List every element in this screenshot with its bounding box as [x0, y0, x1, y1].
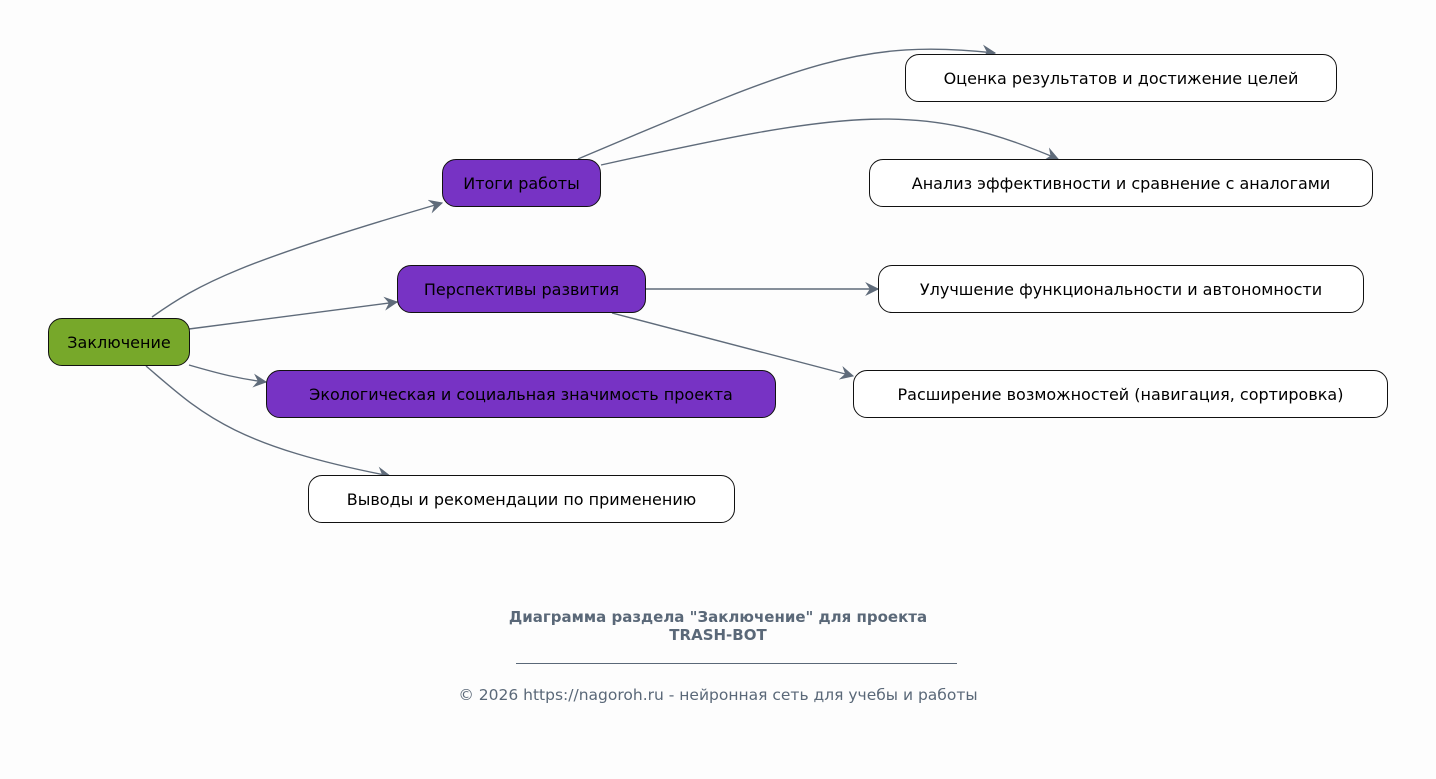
node-analiz[interactable]: Анализ эффективности и сравнение с анало…: [869, 159, 1373, 207]
node-label: Заключение: [67, 332, 171, 352]
node-ocenka[interactable]: Оценка результатов и достижение целей: [905, 54, 1337, 102]
node-perspektivy[interactable]: Перспективы развития: [397, 265, 646, 313]
node-uluchshenie[interactable]: Улучшение функциональности и автономност…: [878, 265, 1364, 313]
edge-itogi-ocenka: [577, 44, 997, 160]
diagram-caption: Диаграмма раздела "Заключение" для проек…: [0, 608, 1436, 644]
caption-line-2: TRASH-BOT: [669, 626, 767, 644]
node-label: Оценка результатов и достижение целей: [943, 68, 1299, 88]
edge-perspektivy-rasshirenie: [611, 312, 855, 380]
caption-line-1: Диаграмма раздела "Заключение" для проек…: [508, 608, 928, 626]
node-label: Итоги работы: [463, 173, 580, 193]
node-label: Анализ эффективности и сравнение с анало…: [911, 173, 1331, 193]
node-label: Расширение возможностей (навигация, сорт…: [897, 384, 1344, 404]
node-label: Перспективы развития: [423, 279, 620, 299]
node-label: Улучшение функциональности и автономност…: [919, 279, 1323, 299]
node-vyvody[interactable]: Выводы и рекомендации по применению: [308, 475, 735, 523]
edge-root-vyvody: [145, 365, 392, 481]
footer-divider: [516, 663, 957, 664]
node-rasshirenie[interactable]: Расширение возможностей (навигация, сорт…: [853, 370, 1388, 418]
node-root[interactable]: Заключение: [48, 318, 190, 366]
edge-itogi-analiz: [600, 118, 1060, 166]
edge-root-itogi: [151, 199, 444, 318]
edge-root-perspektivy: [188, 296, 399, 330]
copyright-text: © 2026 https://nagoroh.ru - нейронная се…: [458, 686, 978, 704]
node-eco[interactable]: Экологическая и социальная значимость пр…: [266, 370, 776, 418]
node-label: Выводы и рекомендации по применению: [346, 489, 697, 509]
node-label: Экологическая и социальная значимость пр…: [309, 384, 733, 404]
node-itogi[interactable]: Итоги работы: [442, 159, 601, 207]
edge-root-eco: [188, 364, 268, 388]
